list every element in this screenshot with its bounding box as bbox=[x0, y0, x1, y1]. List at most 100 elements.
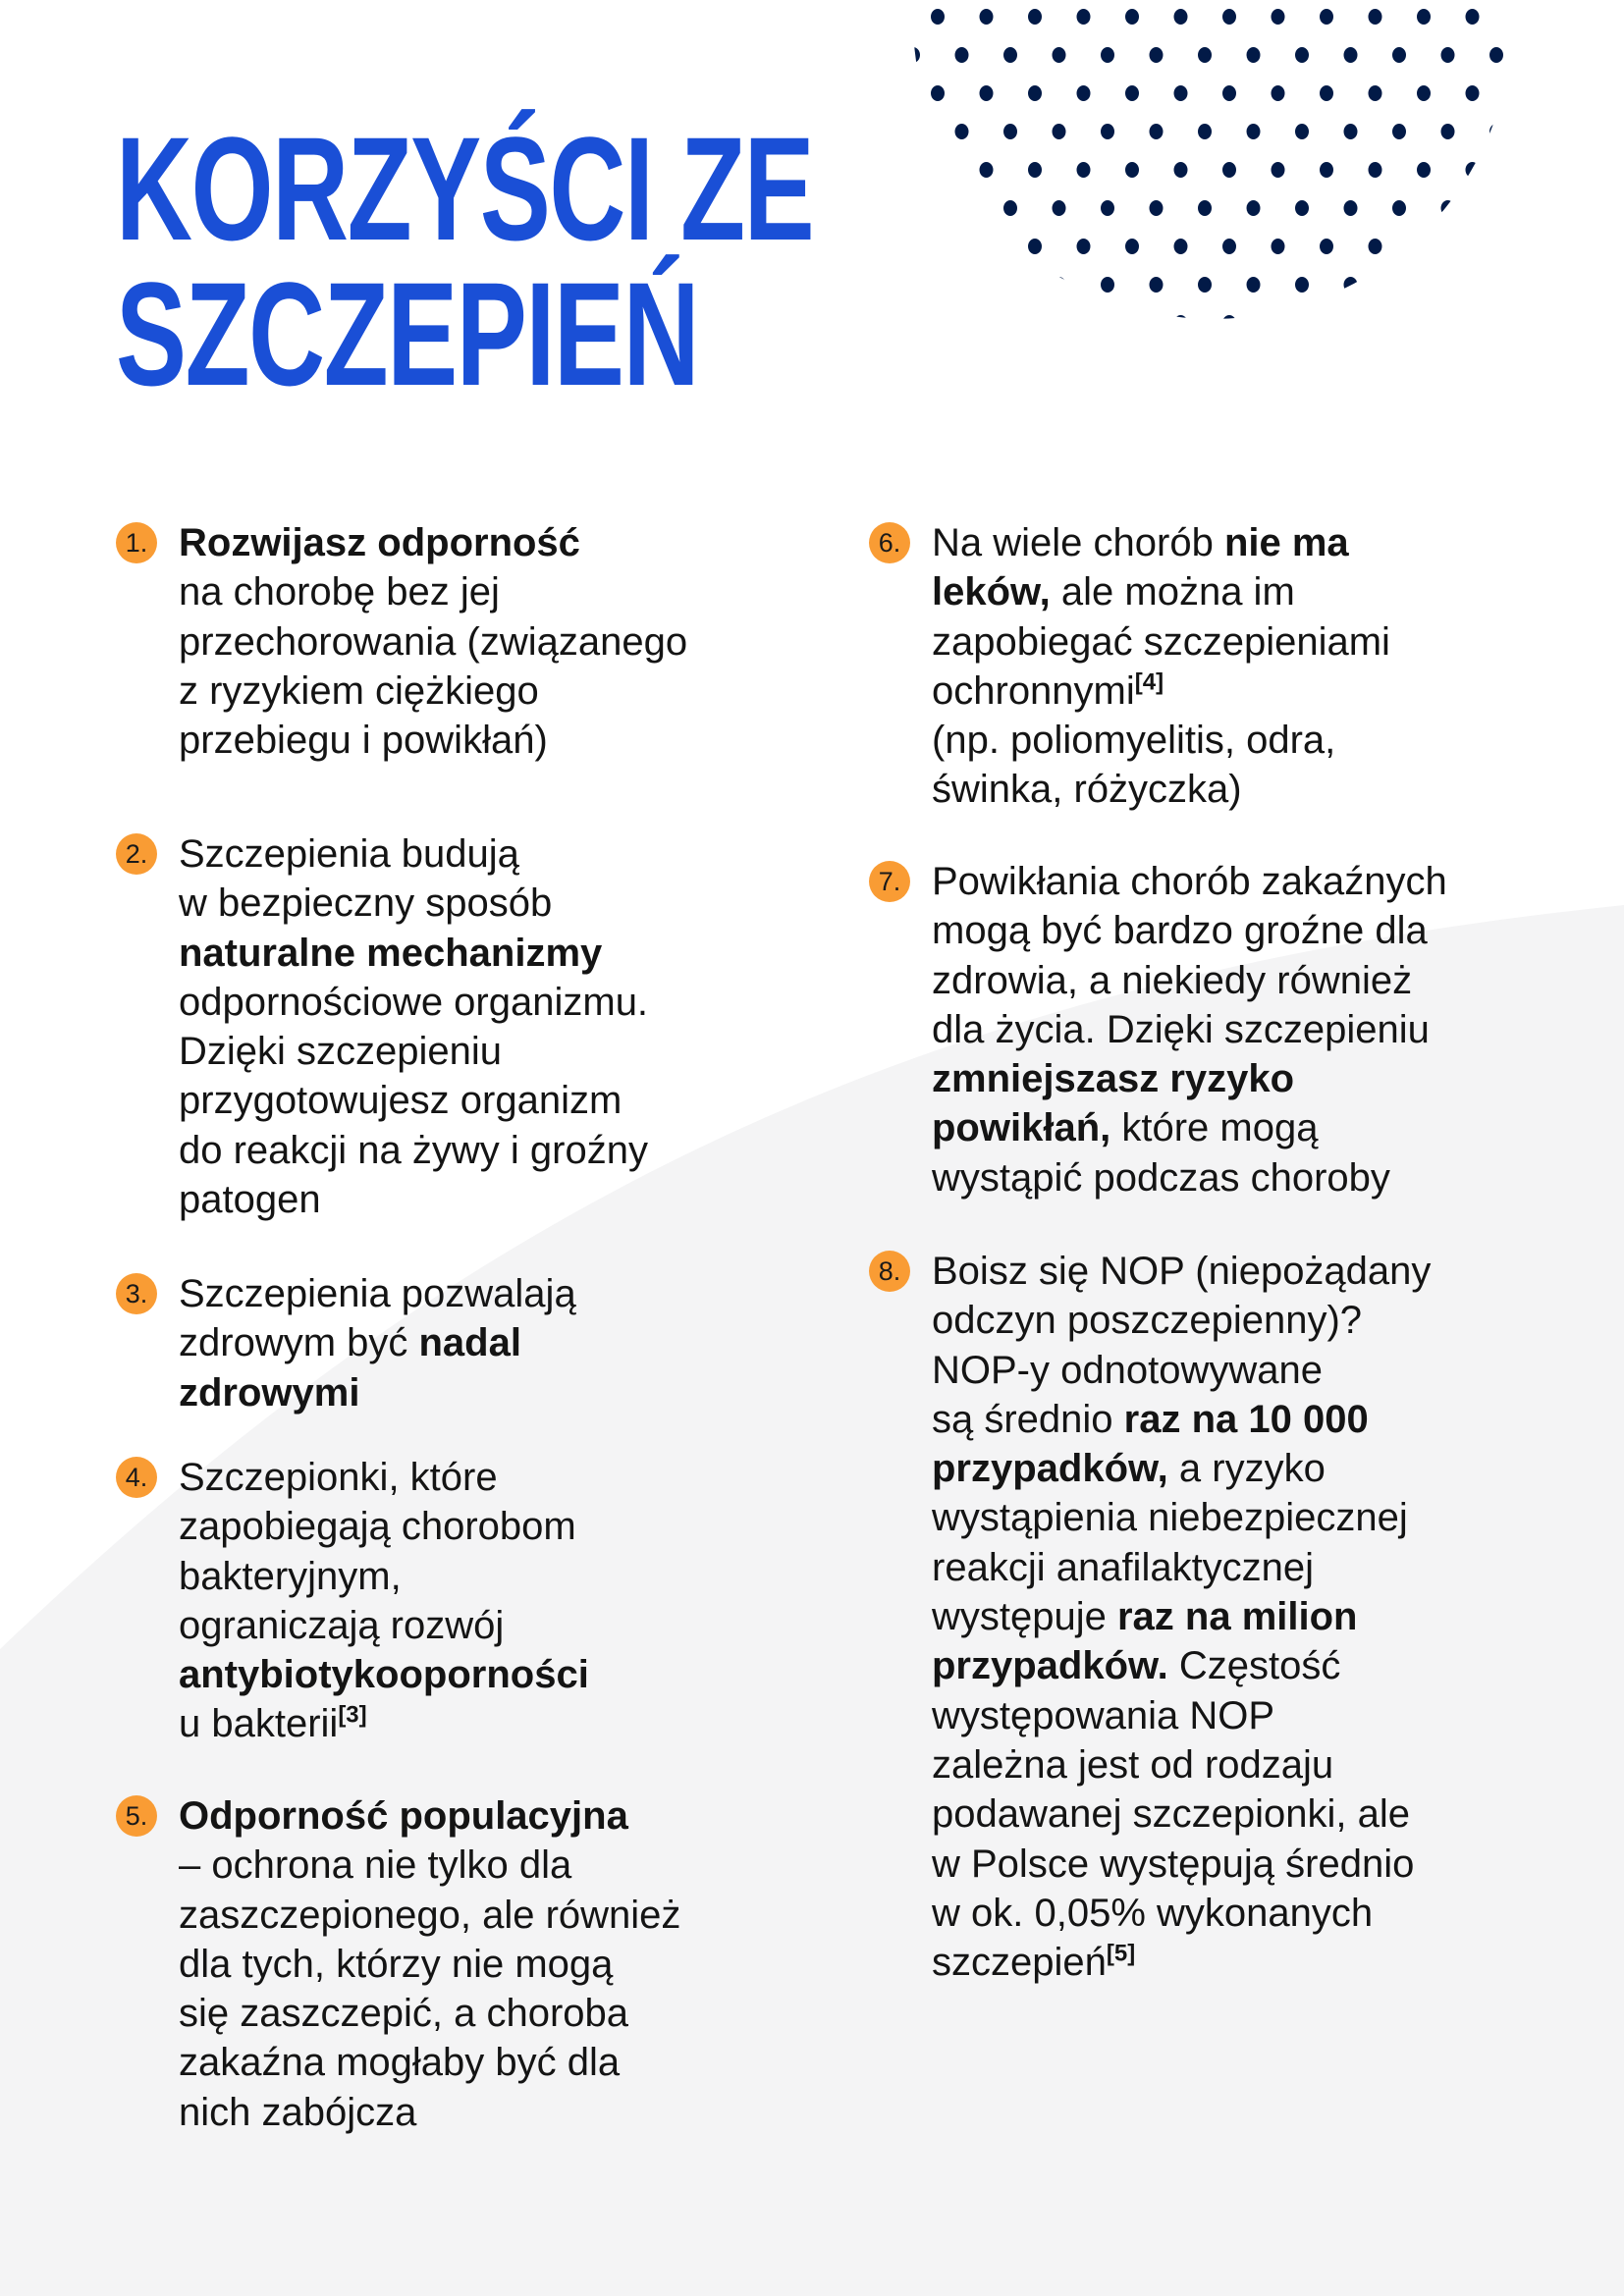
text-line: ochronnymi[4] bbox=[932, 667, 1390, 716]
text-line: zapobiegać szczepieniami bbox=[932, 617, 1390, 667]
number-badge: 3. bbox=[116, 1273, 157, 1314]
dot bbox=[1368, 9, 1382, 25]
dot bbox=[1028, 85, 1042, 101]
text-line: bakteryjnym, bbox=[179, 1552, 589, 1601]
text-line: Szczepienia pozwalają bbox=[179, 1269, 576, 1318]
dot bbox=[1320, 9, 1333, 25]
dot bbox=[979, 315, 994, 319]
bold-text: Rozwijasz odporność bbox=[179, 521, 580, 564]
dot bbox=[1003, 124, 1017, 139]
citation-reference: [4] bbox=[1134, 668, 1164, 696]
dot bbox=[931, 85, 945, 101]
text-run: które mogą bbox=[1110, 1106, 1319, 1150]
dot bbox=[1539, 47, 1552, 63]
dot bbox=[1198, 200, 1212, 216]
dot bbox=[979, 9, 994, 25]
dot bbox=[1392, 277, 1406, 293]
dot bbox=[1052, 47, 1066, 63]
dot bbox=[1368, 239, 1382, 254]
text-line: są średnio raz na 10 000 bbox=[932, 1395, 1431, 1444]
dot bbox=[931, 315, 945, 319]
bold-text: powikłań, bbox=[932, 1106, 1111, 1150]
text-line: podawanej szczepionki, ale bbox=[932, 1789, 1431, 1839]
text-line: zdrowymi bbox=[179, 1368, 576, 1417]
number-badge: 6. bbox=[869, 522, 910, 563]
text-line: w bezpieczny sposób bbox=[179, 879, 648, 928]
dot bbox=[1246, 200, 1261, 216]
dot bbox=[913, 277, 920, 293]
dot bbox=[1563, 239, 1572, 254]
dot bbox=[1563, 162, 1572, 178]
dot bbox=[1514, 162, 1528, 178]
text-line: dla życia. Dzięki szczepieniu bbox=[932, 1005, 1447, 1054]
dot bbox=[884, 239, 896, 254]
bold-text: leków, bbox=[932, 570, 1051, 614]
dot bbox=[1076, 9, 1091, 25]
text-line: leków, ale można im bbox=[932, 567, 1390, 616]
dot bbox=[1101, 47, 1114, 63]
text-run: (np. poliomyelitis, odra, bbox=[932, 719, 1336, 763]
dot bbox=[1489, 47, 1503, 63]
text-line: NOP-y odnotowywane bbox=[932, 1346, 1431, 1395]
text-line: reakcji anafilaktycznej bbox=[932, 1543, 1431, 1592]
text-run: przechorowania (związanego bbox=[179, 619, 688, 664]
dot bbox=[1368, 85, 1382, 101]
dot bbox=[1320, 239, 1333, 254]
dot bbox=[1246, 277, 1261, 293]
text-line: do reakcji na żywy i groźny bbox=[179, 1126, 648, 1175]
dot bbox=[1539, 124, 1552, 139]
dot bbox=[1320, 162, 1333, 178]
dot bbox=[1392, 200, 1406, 216]
text-line: odczyn poszczepienny)? bbox=[932, 1296, 1431, 1345]
dot bbox=[979, 85, 994, 101]
dot bbox=[1076, 315, 1091, 319]
dot bbox=[1392, 47, 1406, 63]
dot bbox=[1563, 9, 1572, 25]
dot bbox=[1343, 124, 1358, 139]
dot bbox=[884, 9, 896, 25]
dot bbox=[1101, 277, 1114, 293]
number-badge: 7. bbox=[869, 861, 910, 902]
benefit-item-5: 5.Odporność populacyjna– ochrona nie tyl… bbox=[116, 1791, 680, 2137]
text-line: mogą być bardzo groźne dla bbox=[932, 906, 1447, 955]
text-run: wystąpienia niebezpiecznej bbox=[932, 1496, 1408, 1540]
text-run: na chorobę bez jej bbox=[179, 570, 500, 614]
page-title: KORZYŚCI ZE SZCZEPIEŃ bbox=[116, 115, 815, 407]
dot bbox=[1173, 9, 1188, 25]
text-line: powikłań, które mogą bbox=[932, 1103, 1447, 1152]
dot bbox=[1076, 162, 1091, 178]
text-line: Szczepienia budują bbox=[179, 829, 648, 879]
text-run: są średnio bbox=[932, 1397, 1124, 1441]
text-line: Boisz się NOP (niepożądany bbox=[932, 1247, 1431, 1296]
bold-text: raz na 10 000 bbox=[1123, 1397, 1369, 1441]
dot bbox=[979, 162, 994, 178]
dot bbox=[1417, 315, 1431, 319]
dot bbox=[1173, 85, 1188, 101]
text-line: zależna jest od rodzaju bbox=[932, 1740, 1431, 1789]
text-line: zmniejszasz ryzyko bbox=[932, 1054, 1447, 1103]
text-run: zależna jest od rodzaju bbox=[932, 1742, 1334, 1787]
text-line: (np. poliomyelitis, odra, bbox=[932, 716, 1390, 765]
dot bbox=[1198, 124, 1212, 139]
dot bbox=[913, 200, 920, 216]
text-line: zakaźna mogłaby być dla bbox=[179, 2038, 680, 2087]
dot bbox=[1271, 85, 1285, 101]
dot bbox=[1125, 315, 1139, 319]
dot bbox=[1343, 200, 1358, 216]
text-run: patogen bbox=[179, 1178, 321, 1222]
text-run: w bezpieczny sposób bbox=[179, 881, 553, 926]
text-line: Na wiele chorób nie ma bbox=[932, 518, 1390, 567]
text-run: się zaszczepić, a choroba bbox=[179, 1992, 629, 2036]
dot bbox=[931, 162, 945, 178]
text-run: przebiegu i powikłań) bbox=[179, 719, 548, 763]
dot bbox=[1003, 277, 1017, 293]
text-line: dla tych, którzy nie mogą bbox=[179, 1940, 680, 1989]
dot bbox=[913, 47, 920, 63]
dot bbox=[1489, 200, 1503, 216]
